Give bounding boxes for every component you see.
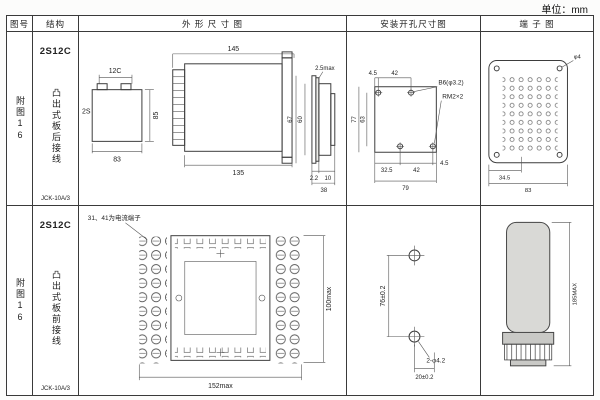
- dim-depth-outer: 67: [288, 115, 294, 122]
- dim-width-max: 152max: [208, 383, 233, 390]
- terminal-cell-row2: 185MAX: [481, 206, 593, 395]
- relay-silhouette: [502, 221, 555, 367]
- dim-front-left: 2S: [82, 109, 91, 116]
- mounting-holes: [404, 245, 425, 347]
- dim-side-top: 145: [228, 46, 240, 53]
- dim-profile-height: 185MAX: [572, 283, 578, 306]
- relay-flange: [281, 57, 293, 158]
- terminal-pins-stack: [172, 69, 186, 146]
- header-structure: 结构: [33, 16, 79, 32]
- mounting-cell-row2: 76±0.2 2-φ4.2 20±0.2: [347, 206, 481, 395]
- structure-cell-row2: 2S12C 凸出式板前接线 JCK-10A/3: [33, 206, 79, 395]
- structure-cell-row1: 2S12C 凸出式板后接线 JCK-10A/3: [33, 32, 79, 206]
- profile-dimensions: 185MAX: [551, 222, 578, 367]
- outline-drawing-front-wiring: 31、41为电流端子 100max: [88, 213, 333, 390]
- dim-bottom-total: 79: [402, 186, 409, 192]
- mounting-dimensions-front: 76±0.2 2-φ4.2 20±0.2: [380, 255, 446, 381]
- figure-no-row1: 附图16: [15, 95, 25, 142]
- dim-left-inner: 63: [360, 115, 366, 122]
- header-outline: 外 形 尺 寸 图: [79, 16, 347, 32]
- dim-hole-dia: φ4: [574, 55, 582, 61]
- dim-bottom-d1: 32.5: [381, 168, 393, 174]
- header-terminal: 端 子 图: [481, 16, 593, 32]
- terminal-block-front: 31、41为电流端子: [88, 213, 302, 364]
- dim-side-bottom: 135: [233, 170, 245, 177]
- dim-height-max: 100max: [326, 286, 333, 311]
- terminal-cell-row1: φ4 34.5 83: [481, 32, 593, 206]
- dim-rear-d2: 10: [325, 176, 332, 182]
- mounting-dimensions: 4.5 42 B6(φ3.2) RM2×2 77 63 32.5: [352, 71, 464, 192]
- relay-front-view: 12C 2S 83 85: [82, 68, 160, 163]
- header-mounting: 安装开孔尺寸图: [347, 16, 481, 32]
- right-terminal-strip: [273, 236, 302, 364]
- dim-hole-span: 76±0.2: [380, 285, 387, 306]
- unit-label: 单位：mm: [541, 5, 588, 16]
- dim-front-height: 85: [153, 112, 160, 120]
- dim-terminal-d1: 34.5: [499, 175, 511, 181]
- current-terminal-note: 31、41为电流端子: [88, 213, 141, 222]
- header-figure: 图号: [7, 16, 33, 32]
- dim-bottom-d2: 42: [413, 168, 420, 174]
- mounting-hole-drawing-rear: 4.5 42 B6(φ3.2) RM2×2 77 63 32.5: [352, 71, 464, 192]
- dim-top-span: 42: [391, 71, 398, 77]
- spec-table: 图号 结构 外 形 尺 寸 图 安装开孔尺寸图 端 子 图 附图16 2S12C…: [6, 15, 594, 396]
- front-dimensions: 100max 152max: [138, 235, 333, 390]
- terminal-plate: [488, 60, 568, 164]
- relay-side-body: [184, 63, 283, 152]
- left-terminal-strip: [139, 236, 167, 364]
- relay-side-view: 145: [172, 46, 295, 177]
- cutout-outline: [374, 86, 437, 153]
- dim-terminal-total: 83: [525, 188, 532, 194]
- dim-top-offset: 4.5: [369, 71, 378, 77]
- dim-rear-d1: 2.2: [310, 176, 319, 182]
- relay-body-front: [170, 235, 271, 361]
- dim-left-outer: 77: [352, 116, 358, 123]
- terminal-dimensions: φ4 34.5 83: [488, 55, 582, 194]
- dim-front-top: 12C: [109, 68, 122, 75]
- type-label-row1: JCK-10A/3: [40, 196, 70, 202]
- figure-no-cell-row2: 附图16: [7, 206, 33, 395]
- structure-row1: 凸出式板后接线: [51, 88, 61, 165]
- panel-section-view: 2.5max 67 60 2.2 10: [288, 66, 336, 194]
- figure-no-cell-row1: 附图16: [7, 32, 33, 206]
- model-row2: 2S12C: [39, 220, 72, 231]
- type-label-row2: JCK-10A/3: [40, 386, 70, 392]
- relay-front-body: [91, 89, 143, 142]
- figure-no-row2: 附图16: [15, 277, 25, 324]
- hole-spec-note: B6(φ3.2): [438, 80, 463, 87]
- structure-row2: 凸出式板前接线: [51, 270, 61, 347]
- relay-profile-drawing: 185MAX: [502, 221, 578, 367]
- terminal-hole-grid: [502, 76, 558, 154]
- terminal-plate-drawing: φ4 34.5 83: [488, 55, 582, 194]
- screw-spec-note: RM2×2: [442, 94, 463, 101]
- dim-bottom-d3: 4.5: [440, 161, 449, 167]
- outline-drawing-rear-wiring: 12C 2S 83 85: [82, 46, 336, 194]
- outline-cell-row2: 31、41为电流端子 100max: [79, 206, 347, 395]
- mounting-cell-row1: 4.5 42 B6(φ3.2) RM2×2 77 63 32.5: [347, 32, 481, 206]
- dim-hole-offset: 20±0.2: [415, 375, 433, 381]
- dim-front-bottom: 83: [113, 156, 121, 163]
- mounting-hole-drawing-front: 76±0.2 2-φ4.2 20±0.2: [380, 245, 446, 381]
- outline-cell-row1: 12C 2S 83 85: [79, 32, 347, 206]
- dim-rear-total: 38: [321, 188, 328, 194]
- dim-depth-inner: 60: [298, 115, 304, 122]
- dim-panel-thickness: 2.5max: [315, 66, 335, 72]
- hole-dia-note: 2-φ4.2: [426, 357, 445, 364]
- model-row1: 2S12C: [39, 46, 72, 57]
